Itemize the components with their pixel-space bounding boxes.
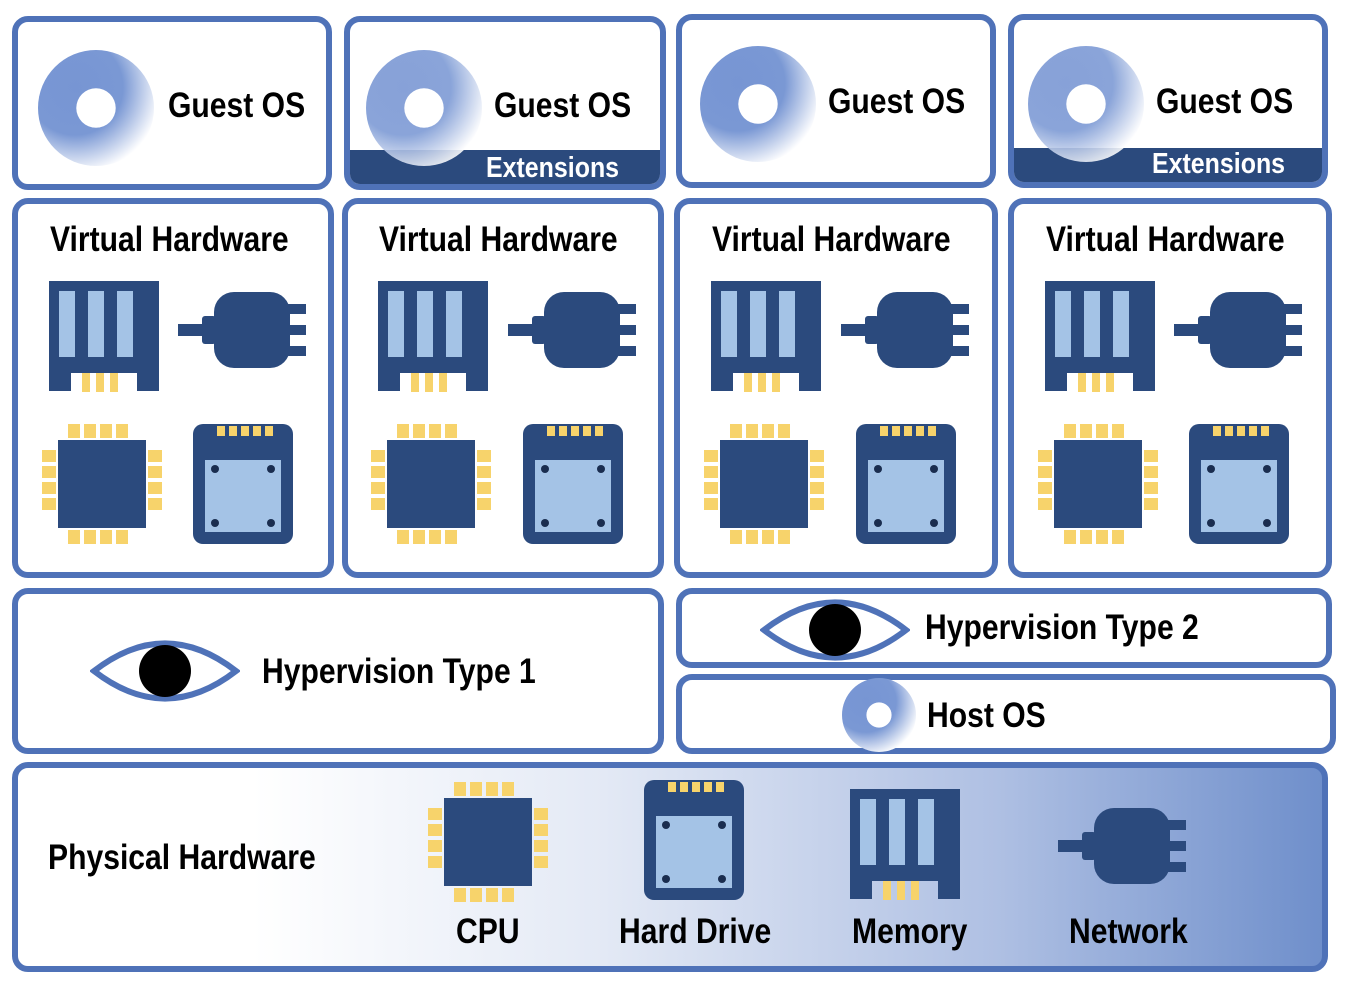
physical-hardware-box: Physical Hardware CPU Hard Drive Memory …: [12, 762, 1328, 972]
component-label-cpu: CPU: [456, 912, 520, 951]
network-icon: [178, 290, 308, 370]
cpu-icon: [371, 424, 491, 544]
guest-os-label: Guest OS: [168, 86, 306, 125]
hard-drive-icon: [193, 424, 293, 544]
cpu-icon: [42, 424, 162, 544]
guest-os-box-2: Guest OS Extensions: [344, 16, 666, 190]
virtual-hardware-title: Virtual Hardware: [50, 220, 289, 259]
virtual-hardware-box-3: Virtual Hardware: [674, 198, 998, 578]
host-os-label: Host OS: [927, 696, 1046, 735]
component-label-hard-drive: Hard Drive: [619, 912, 772, 951]
disc-icon: [842, 678, 916, 752]
memory-icon: [850, 788, 960, 900]
component-label-memory: Memory: [852, 912, 968, 951]
hard-drive-icon: [644, 780, 744, 900]
eye-icon: [760, 595, 910, 665]
virtual-hardware-box-4: Virtual Hardware: [1008, 198, 1332, 578]
guest-os-box-1: Guest OS: [12, 16, 332, 190]
disc-icon: [366, 50, 482, 166]
hypervisor-type2-box: Hypervision Type 2: [676, 588, 1332, 668]
disc-icon: [700, 46, 816, 162]
cpu-icon: [428, 782, 548, 902]
virtual-hardware-box-1: Virtual Hardware: [12, 198, 334, 578]
component-label-network: Network: [1069, 912, 1188, 951]
extensions-label: Extensions: [1152, 148, 1286, 180]
memory-icon: [1045, 280, 1155, 392]
virtual-hardware-title: Virtual Hardware: [712, 220, 951, 259]
guest-os-label: Guest OS: [828, 82, 966, 121]
guest-os-box-4: Guest OS Extensions: [1008, 14, 1328, 188]
disc-icon: [1028, 46, 1144, 162]
guest-os-label: Guest OS: [494, 86, 632, 125]
physical-hardware-label: Physical Hardware: [48, 838, 316, 877]
guest-os-label: Guest OS: [1156, 82, 1294, 121]
memory-icon: [378, 280, 488, 392]
cpu-icon: [1038, 424, 1158, 544]
cpu-icon: [704, 424, 824, 544]
network-icon: [1174, 290, 1304, 370]
network-icon: [508, 290, 638, 370]
hypervisor-type1-box: Hypervision Type 1: [12, 588, 664, 754]
host-os-box: Host OS: [676, 674, 1336, 754]
guest-os-box-3: Guest OS: [676, 14, 996, 188]
virtual-hardware-title: Virtual Hardware: [1046, 220, 1285, 259]
extensions-label: Extensions: [486, 152, 620, 184]
disc-icon: [38, 50, 154, 166]
network-icon: [1058, 806, 1188, 886]
hard-drive-icon: [1189, 424, 1289, 544]
memory-icon: [49, 280, 159, 392]
hard-drive-icon: [856, 424, 956, 544]
eye-icon: [90, 636, 240, 706]
virtual-hardware-box-2: Virtual Hardware: [342, 198, 664, 578]
virtual-hardware-title: Virtual Hardware: [379, 220, 618, 259]
memory-icon: [711, 280, 821, 392]
hypervisor-type1-label: Hypervision Type 1: [262, 652, 536, 691]
hard-drive-icon: [523, 424, 623, 544]
hypervisor-type2-label: Hypervision Type 2: [925, 608, 1199, 647]
network-icon: [841, 290, 971, 370]
